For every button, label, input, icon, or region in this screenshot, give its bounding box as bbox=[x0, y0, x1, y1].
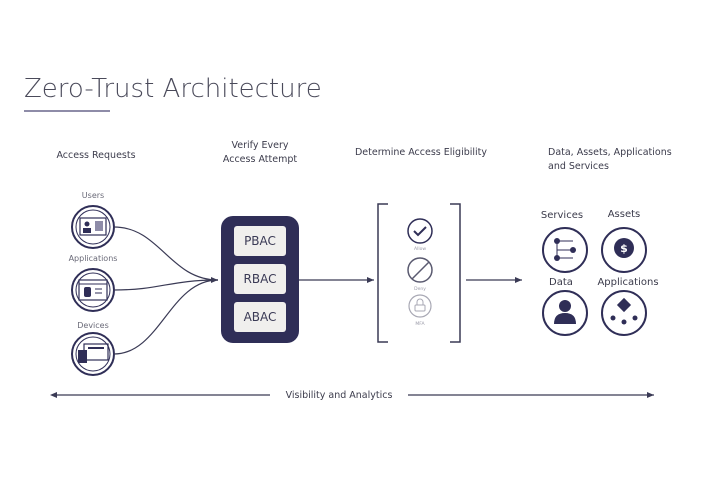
resource-label-data: Data bbox=[549, 277, 573, 288]
deny-icon bbox=[407, 257, 433, 283]
policy-pbac-box bbox=[234, 226, 286, 256]
requester-label-devices: Devices bbox=[77, 321, 109, 330]
resource-label-services: Services bbox=[541, 210, 583, 221]
visibility-label: Visibility and Analytics bbox=[286, 390, 393, 401]
check-icon bbox=[407, 218, 433, 244]
services-icon bbox=[542, 227, 588, 273]
header-verify-line2: Access Attempt bbox=[223, 154, 297, 165]
diagram-title: Zero-Trust Architecture bbox=[24, 74, 322, 104]
header-verify-line1: Verify Every bbox=[232, 140, 289, 151]
svg-text:$: $ bbox=[620, 242, 628, 255]
users-connector bbox=[113, 226, 219, 281]
decision-label-deny: Deny bbox=[414, 286, 426, 292]
decision-label-mfa: MFA bbox=[415, 321, 425, 327]
application-window-icon bbox=[71, 268, 115, 312]
header-eligibility: Determine Access Eligibility bbox=[355, 147, 487, 158]
lock-icon bbox=[408, 294, 432, 318]
resource-label-assets: Assets bbox=[608, 209, 641, 220]
app-nodes-icon bbox=[601, 290, 647, 336]
policy-abac: ABAC bbox=[244, 310, 277, 324]
devices-connector bbox=[113, 277, 219, 355]
users-icon bbox=[71, 205, 115, 249]
decision-label-allow: Allow bbox=[414, 246, 426, 252]
requester-label-applications: Applications bbox=[69, 254, 118, 263]
devices-icon bbox=[71, 332, 115, 376]
header-access-requests: Access Requests bbox=[56, 150, 135, 161]
policy-pbac: PBAC bbox=[244, 234, 276, 248]
policy-rbac: RBAC bbox=[244, 272, 277, 286]
left-bracket bbox=[377, 203, 388, 343]
policy-abac-box bbox=[234, 302, 286, 332]
header-resources-line2: and Services bbox=[548, 161, 609, 172]
person-icon bbox=[542, 290, 588, 336]
resource-label-applications: Applications bbox=[597, 277, 658, 288]
policy-rbac-box bbox=[234, 264, 286, 294]
header-resources-line1: Data, Assets, Applications bbox=[548, 147, 672, 158]
requester-label-users: Users bbox=[82, 191, 104, 200]
right-bracket bbox=[450, 203, 461, 343]
dollar-icon: $ bbox=[601, 227, 647, 273]
applications-connector bbox=[113, 279, 219, 291]
